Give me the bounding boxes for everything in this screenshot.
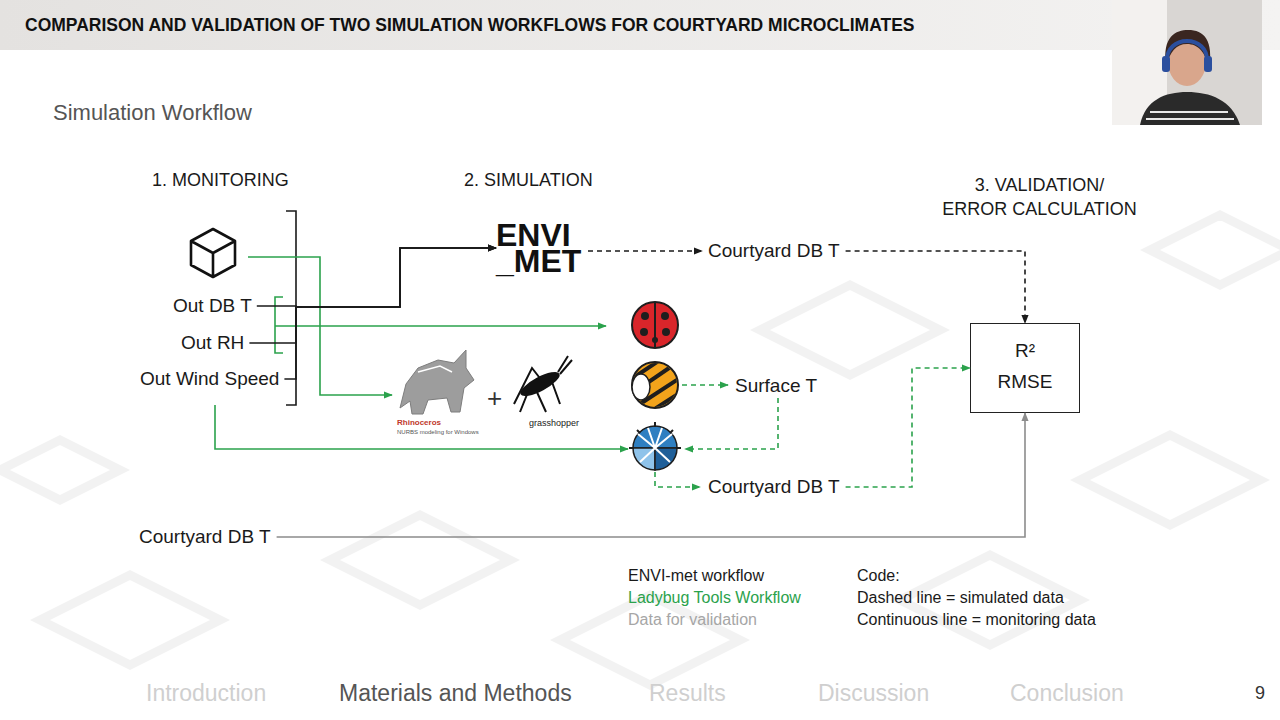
workflow-wire [682,384,728,386]
connector [277,413,1025,537]
ladybug-icon [662,328,670,336]
output-variable: Courtyard DB T [702,240,846,262]
input-variable: Out RH [176,332,249,354]
legend-text: Ladybug Tools Workflow [628,589,801,606]
input-variable: Out Wind Speed [135,368,284,390]
bracket [286,211,302,405]
legend-color: Data for validation [628,611,757,628]
input-variable: Out DB T [168,295,257,317]
cube-icon [191,229,235,277]
connector [588,250,702,252]
node-text: Courtyard DB T [708,240,840,262]
node-text: Surface T [735,375,817,397]
ladybug-icon [652,337,658,343]
page-number: 9 [1255,682,1265,705]
legend-entry: ENVI-met workflow [628,566,764,586]
step-heading: 2. SIMULATION [464,169,593,192]
code-note: Code: [857,566,900,586]
nav-item: Introduction [146,679,266,708]
nav-item: Results [649,679,726,708]
logo-text: grasshopper [529,418,579,429]
legend-entry: Data for validation [628,610,757,630]
ladybug-icon [661,312,669,320]
webcam-headphones [1204,56,1212,72]
ladybug-icon [641,312,649,320]
software-logo: ENVI _MET [496,222,588,274]
workflow-wire [275,297,606,353]
butterfly-icon [629,422,681,448]
legend-color: Ladybug Tools Workflow [628,589,801,606]
step-heading: 3. VALIDATION/ ERROR CALCULATION [940,173,1139,221]
webcam-hair [1165,30,1210,70]
webcam-headphones [1162,56,1170,72]
section-heading: Simulation Workflow [53,99,252,127]
webcam-shirt [1140,92,1240,125]
output-variable: Surface T [729,375,823,397]
plus-sign: + [487,382,502,415]
workflow-wire [685,398,778,449]
connector [257,248,496,307]
connector [284,248,496,379]
butterfly-icon [638,428,672,462]
nav-item: Discussion [818,679,929,708]
logo-text: NURBS modeling for Windows [397,428,479,436]
code-note: Dashed line = simulated data [857,588,1064,608]
background-pattern [0,215,1280,685]
node-text: ENVI _MET [496,222,588,274]
rhino-logo [418,366,452,372]
metrics-box: R²RMSE [970,323,1080,413]
node-text: R² [971,335,1079,366]
legend-text: Data for validation [628,611,757,628]
legend-text: ENVI-met workflow [628,567,764,584]
webcam-frame [1112,0,1262,125]
honeybee-stripes [630,360,684,412]
nav-item: Conclusion [1010,679,1124,708]
node-text: RMSE [971,366,1079,397]
node-text: Courtyard DB T [708,476,840,498]
logo-text: Rhinoceros [397,418,441,428]
butterfly-icon [633,426,677,448]
nav-item: Materials and Methods [339,679,572,708]
step-heading: 1. MONITORING [152,169,289,192]
honeybee-wing [632,374,650,400]
node-text: Courtyard DB T [139,526,271,548]
connector [846,368,970,487]
connector [249,248,496,343]
output-variable: Courtyard DB T [702,476,846,498]
rhino-logo [400,350,474,414]
ladybug-icon [632,302,678,348]
workflow-wire [655,472,700,487]
node-text: Out Wind Speed [140,368,279,390]
legend-color: ENVI-met workflow [628,567,764,584]
webcam-headphones [1167,41,1207,62]
slide-title: COMPARISON AND VALIDATION OF TWO SIMULAT… [25,14,1115,36]
honeybee-icon [630,360,684,412]
connector [846,251,1025,323]
measured-data: Courtyard DB T [133,526,277,548]
grasshopper-logo [514,356,572,412]
legend-entry: Ladybug Tools Workflow [628,588,801,608]
node-text: Out DB T [173,295,252,317]
code-note: Continuous line = monitoring data [857,610,1096,630]
title-bar [0,0,1280,50]
webcam-stripes [1146,112,1234,119]
node-text: Out RH [181,332,244,354]
ladybug-icon [640,328,648,336]
